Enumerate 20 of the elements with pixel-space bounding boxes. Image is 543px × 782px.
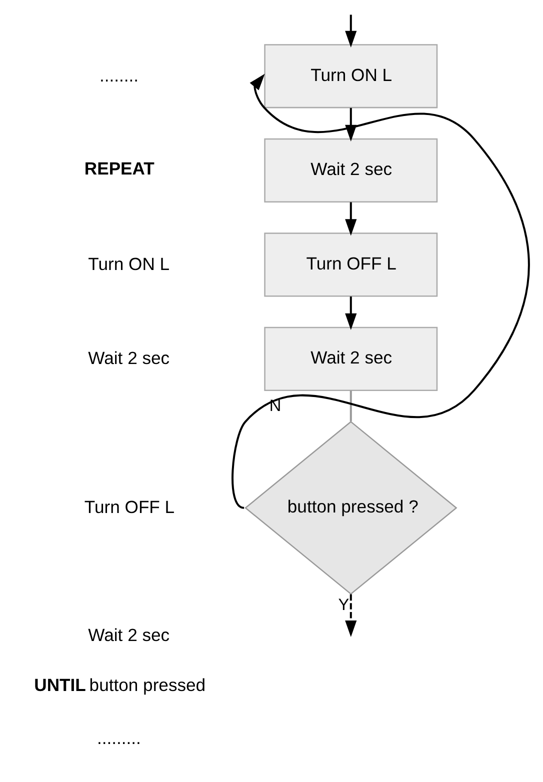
node-diamond: button pressed ? (244, 420, 458, 595)
node-box: Wait 2 sec (264, 326, 438, 391)
label: Turn ON L (88, 254, 170, 274)
label: UNTIL button pressed (34, 675, 206, 696)
arrow (345, 594, 357, 638)
node-box: Turn OFF L (264, 232, 438, 297)
label: REPEAT (84, 158, 154, 178)
node-box: Turn ON L (264, 44, 438, 108)
arrow (232, 74, 530, 509)
label: Turn OFF L (84, 497, 175, 518)
arrow (345, 14, 357, 48)
label: ......... (96, 728, 141, 748)
label: ........ (100, 65, 139, 86)
arrow (345, 296, 357, 330)
edge-label: Y (338, 596, 350, 614)
label: Wait 2 sec (88, 348, 170, 368)
label: Wait 2 sec (88, 624, 170, 645)
connector (350, 390, 352, 422)
node-box: Wait 2 sec (264, 138, 438, 202)
arrow (345, 202, 357, 236)
